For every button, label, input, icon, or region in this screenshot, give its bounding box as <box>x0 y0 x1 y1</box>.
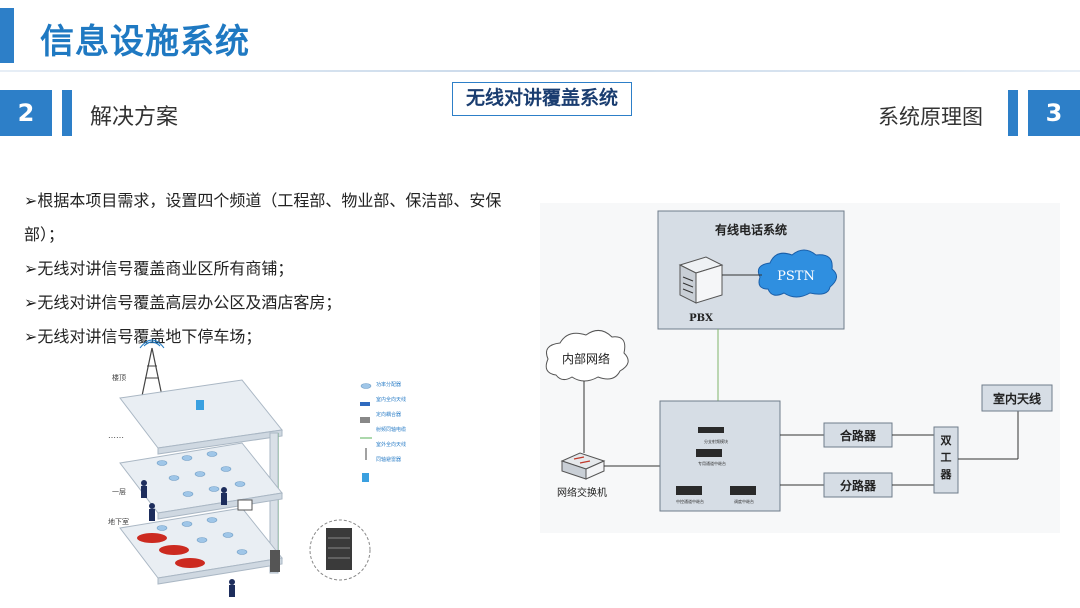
title-accent-bar <box>0 8 14 63</box>
duplexer-char: 工 <box>941 451 952 464</box>
legend-label: 射频同轴电缆 <box>376 427 407 433</box>
requirement-item: ➢无线对讲信号覆盖商业区所有商铺； <box>24 259 294 278</box>
repeater-unit-icon <box>676 427 756 495</box>
legend-label: 功率分配器 <box>376 382 402 388</box>
requirement-item: ➢根据本项目需求，设置四个频道（工程部、物业部、保洁部、安保部）； <box>24 191 502 244</box>
indoor-antenna-box <box>981 384 1053 412</box>
equipment-cabinet-icon <box>270 519 371 581</box>
legend-label: 同轴避雷器 <box>376 457 402 463</box>
pbx-label: PBX <box>689 313 713 324</box>
floor-label: 地下室 <box>108 517 129 526</box>
internal-network-label: 内部网络 <box>562 351 610 366</box>
legend-label: 室内全向天线 <box>376 397 407 403</box>
duplexer-char: 双 <box>941 434 952 447</box>
requirement-list: ➢根据本项目需求，设置四个频道（工程部、物业部、保洁部、安保部）； ➢无线对讲信… <box>24 184 529 354</box>
car-icon <box>137 533 205 568</box>
duplexer-char: 器 <box>940 468 953 481</box>
rack-unit-label: 分支射频模块 <box>704 438 728 444</box>
legend-label: 室外全向天线 <box>376 442 407 448</box>
network-switch-label: 网络交换机 <box>557 486 607 499</box>
system-principle-diagram: 有线电话系统 PBX PSTN 内部网络 网络交换机 分支射频模块 专用通道中继… <box>540 203 1060 533</box>
page-title: 信息设施系统 <box>40 22 250 62</box>
network-switch-icon <box>560 452 606 480</box>
combiner-box <box>823 422 893 448</box>
pbx-server-icon <box>678 256 724 304</box>
duplexer-vertical-label: 双工器 <box>940 434 953 481</box>
requirement-item: ➢无线对讲信号覆盖地下停车场； <box>24 327 262 346</box>
section-number-right: 3 <box>1028 90 1080 136</box>
person-icon <box>141 480 235 597</box>
topic-tag: 无线对讲覆盖系统 <box>452 82 632 116</box>
floor-label: 楼顶 <box>112 373 126 382</box>
splitter-label: 分路器 <box>840 478 877 493</box>
rack-unit-label: 调度中继台 <box>734 498 754 504</box>
power-divider-icon <box>237 499 253 511</box>
section-label-left: 解决方案 <box>90 105 179 130</box>
combiner-label: 合路器 <box>840 428 877 443</box>
requirement-item: ➢无线对讲信号覆盖高层办公区及酒店客房； <box>24 293 342 312</box>
rack-unit-label: 中控通道中继台 <box>676 498 704 504</box>
illustration-legend <box>360 383 372 482</box>
section-accent-bar-right <box>1008 90 1018 136</box>
duplexer-box <box>933 426 959 494</box>
floor-label: …… <box>108 431 124 440</box>
pstn-label: PSTN <box>777 269 815 284</box>
pstn-cloud-icon <box>757 249 837 298</box>
divider-legend-icon <box>360 383 372 389</box>
lightning-arrester-icon <box>196 400 204 410</box>
section-number-left: 2 <box>0 90 52 136</box>
indoor-antenna-array <box>156 451 248 555</box>
outdoor-antenna-icon <box>139 339 165 397</box>
building-coverage-illustration: 楼顶 …… 一层 地下室 <box>108 339 372 597</box>
rack-unit-label: 专用通道中继台 <box>698 460 726 466</box>
legend-labels: 功率分配器 室内全向天线 定向耦合器 射频同轴电缆 室外全向天线 同轴避雷器 <box>376 378 436 468</box>
section-label-right: 系统原理图 <box>878 105 983 129</box>
coupler-legend-icon <box>360 417 370 423</box>
wired-phone-system-label: 有线电话系统 <box>715 222 787 237</box>
indoor-antenna-label: 室内天线 <box>993 391 1041 406</box>
floor-label: 一层 <box>112 488 126 496</box>
splitter-box <box>823 472 893 498</box>
arrester-legend-icon <box>362 473 369 482</box>
legend-label: 定向耦合器 <box>376 412 402 418</box>
omni-antenna-legend-icon <box>360 402 370 406</box>
section-accent-bar-left <box>62 90 72 136</box>
title-divider <box>0 70 1080 72</box>
